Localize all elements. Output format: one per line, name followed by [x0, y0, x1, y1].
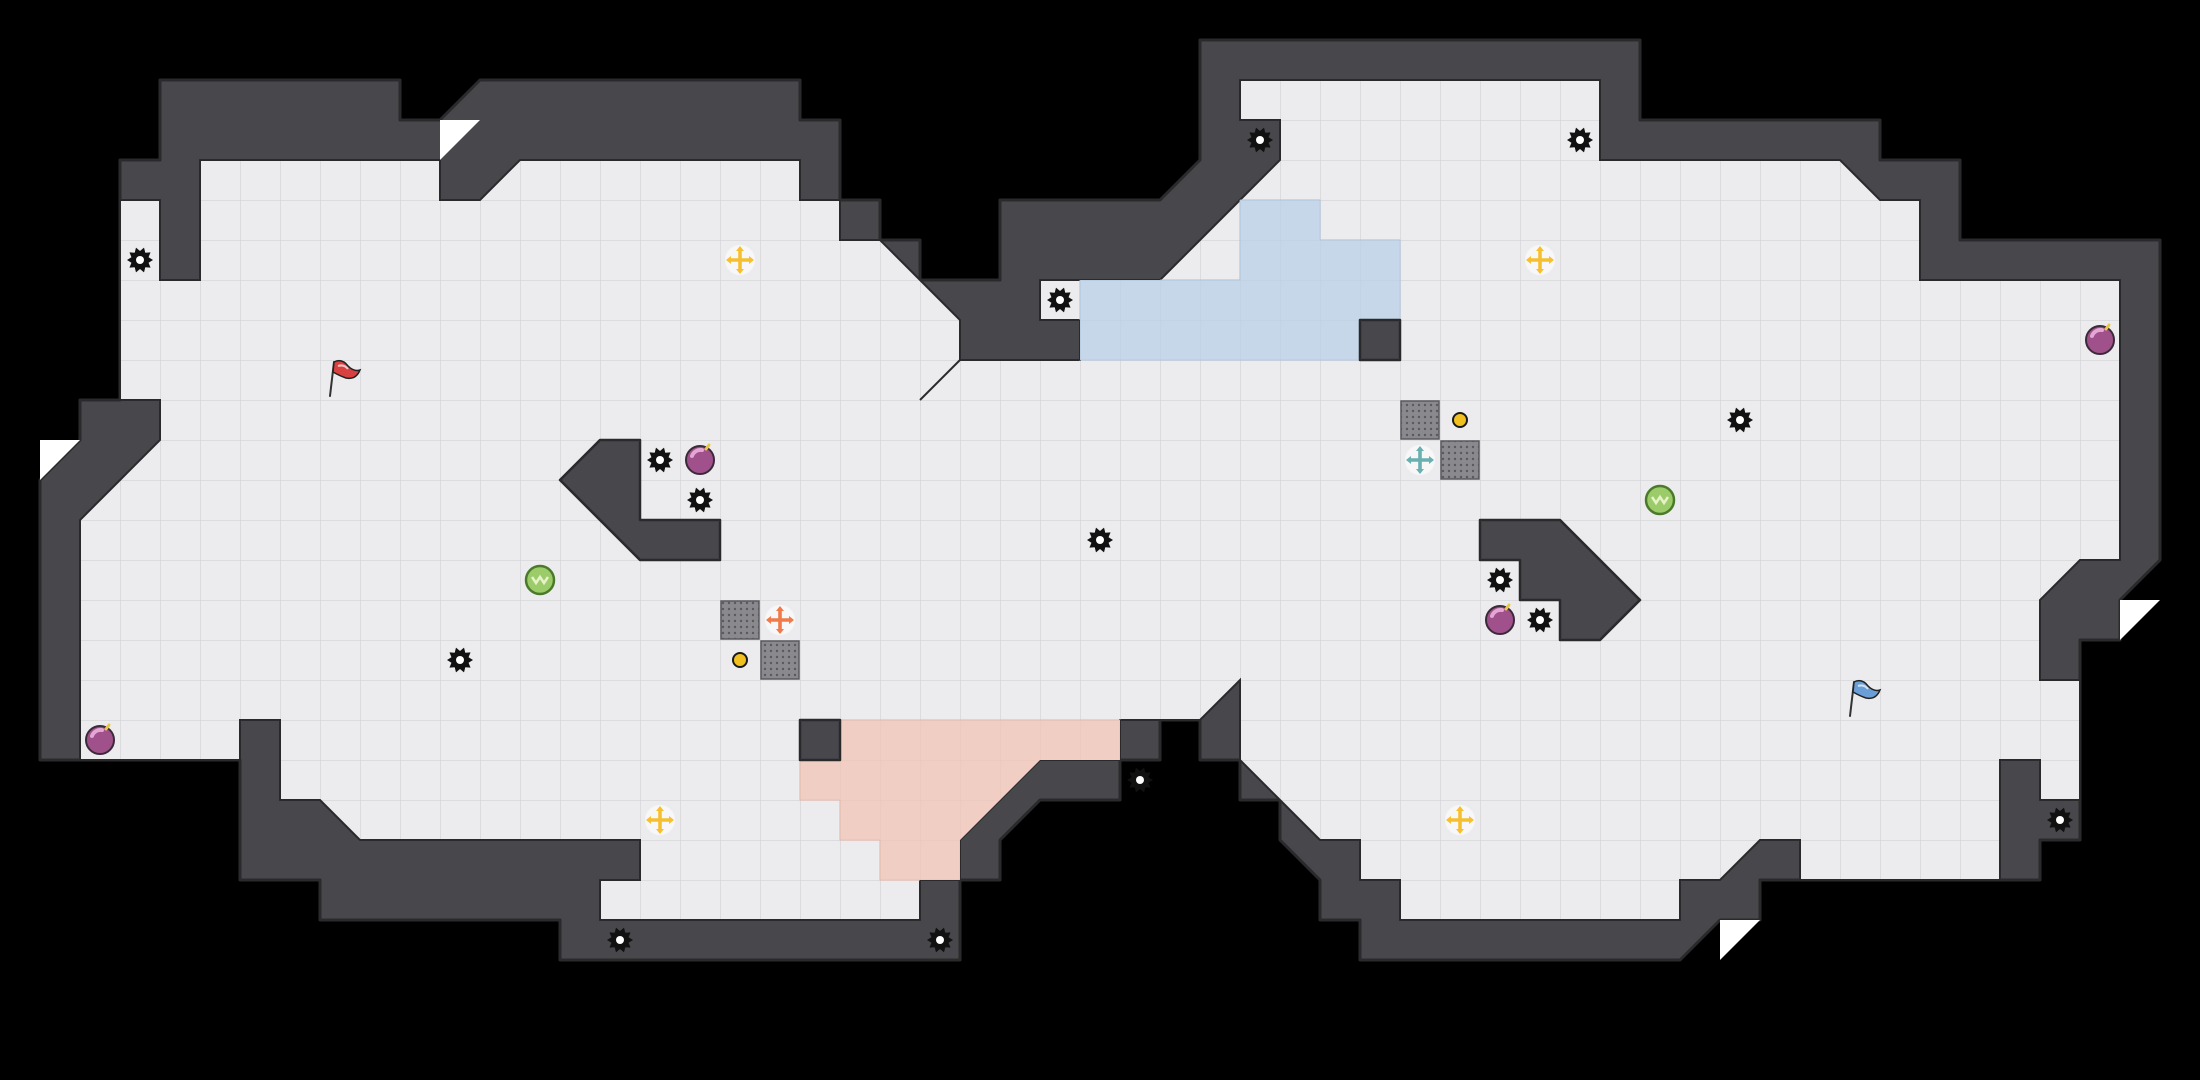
bomb-icon[interactable]: [1485, 603, 1515, 635]
saw-blade-icon: [1727, 407, 1753, 433]
cross-arrows: [1406, 446, 1434, 474]
saw-hub: [136, 256, 144, 264]
zone-group: [799, 199, 1401, 881]
saw-blade-icon: [1487, 567, 1513, 593]
shield-powerup-icon[interactable]: [1644, 484, 1676, 516]
grate-tile: [760, 640, 800, 680]
bomb-icon[interactable]: [685, 443, 715, 475]
coin-icon[interactable]: [1452, 412, 1468, 428]
cross-arrows: [646, 806, 674, 834]
wall-block-2: [1478, 518, 1642, 642]
saw-hub: [1576, 136, 1584, 144]
saw-blade-icon: [1247, 127, 1273, 153]
saw-blade-icon: [2047, 807, 2073, 833]
saw-blade-icon: [687, 487, 713, 513]
bomb-highlight: [90, 727, 104, 738]
wall-block-1: [558, 438, 722, 562]
shield-powerup-icon[interactable]: [524, 564, 556, 596]
bomb-icon[interactable]: [2085, 323, 2115, 355]
blue-zone-grid: [1080, 200, 1400, 360]
saw-blade-icon: [927, 927, 953, 953]
saw-hub: [1536, 616, 1544, 624]
cross-arrows: [726, 246, 754, 274]
zone-layer: [799, 199, 1401, 881]
saw-blade-icon: [447, 647, 473, 673]
saw-blade-icon: [1087, 527, 1113, 553]
grate-tile: [720, 600, 760, 640]
entity-layer: [85, 127, 2115, 953]
saw-hub: [1136, 776, 1144, 784]
corner-notch-4: [1720, 920, 1760, 960]
shield-zigzag: [1650, 494, 1670, 506]
grate-tile: [1440, 440, 1480, 480]
bomb-fuse: [704, 443, 711, 451]
corner-notch-2: [40, 440, 80, 480]
wall-block-3: [1358, 318, 1402, 362]
saw-blade-icon: [1567, 127, 1593, 153]
bomb-icon[interactable]: [85, 723, 115, 755]
corner-notch-3: [2120, 600, 2160, 640]
saw-hub: [456, 656, 464, 664]
shield-body: [1644, 484, 1676, 516]
cross-arrows: [1446, 806, 1474, 834]
move-arrows-icon[interactable]: [725, 245, 755, 275]
wall-block-4: [798, 718, 842, 762]
saw-blade-icon: [607, 927, 633, 953]
bomb-fuse: [104, 723, 111, 731]
shield-body: [524, 564, 556, 596]
red-zone-grid: [800, 720, 1120, 880]
saw-blade-icon: [1047, 287, 1073, 313]
start-flag-icon[interactable]: [329, 359, 362, 397]
move-arrows-icon[interactable]: [645, 805, 675, 835]
saw-blade-icon: [127, 247, 153, 273]
saw-hub: [616, 936, 624, 944]
saw-hub: [2056, 816, 2064, 824]
cross-arrows: [766, 606, 794, 634]
corner-notch-1: [440, 120, 480, 160]
floor-layer: [79, 79, 2121, 921]
move-arrows-icon[interactable]: [1405, 445, 1435, 475]
saw-hub: [1056, 296, 1064, 304]
cross-arrows: [1526, 246, 1554, 274]
saw-hub: [656, 456, 664, 464]
grate-tile: [1400, 400, 1440, 440]
floor: [79, 79, 2121, 921]
saw-hub: [696, 496, 704, 504]
goal-flag-icon[interactable]: [1849, 679, 1882, 717]
shield-zigzag: [530, 574, 550, 586]
saw-hub: [1096, 536, 1104, 544]
saw-blade-icon: [1127, 767, 1153, 793]
saw-hub: [1496, 576, 1504, 584]
bomb-fuse: [2104, 323, 2111, 331]
saw-hub: [1736, 416, 1744, 424]
saw-hub: [1256, 136, 1264, 144]
move-arrows-icon[interactable]: [1525, 245, 1555, 275]
obstacle-layer: [40, 120, 2160, 960]
flag-shine: [337, 364, 349, 370]
saw-blade-icon: [1527, 607, 1553, 633]
move-arrows-icon[interactable]: [765, 605, 795, 635]
saw-blade-icon: [647, 447, 673, 473]
bomb-highlight: [690, 447, 704, 458]
flag-shine: [1857, 684, 1869, 690]
saw-hub: [936, 936, 944, 944]
bomb-highlight: [1490, 607, 1504, 618]
bomb-highlight: [2090, 327, 2104, 338]
bomb-fuse: [1504, 603, 1511, 611]
coin-icon[interactable]: [732, 652, 748, 668]
move-arrows-icon[interactable]: [1445, 805, 1475, 835]
